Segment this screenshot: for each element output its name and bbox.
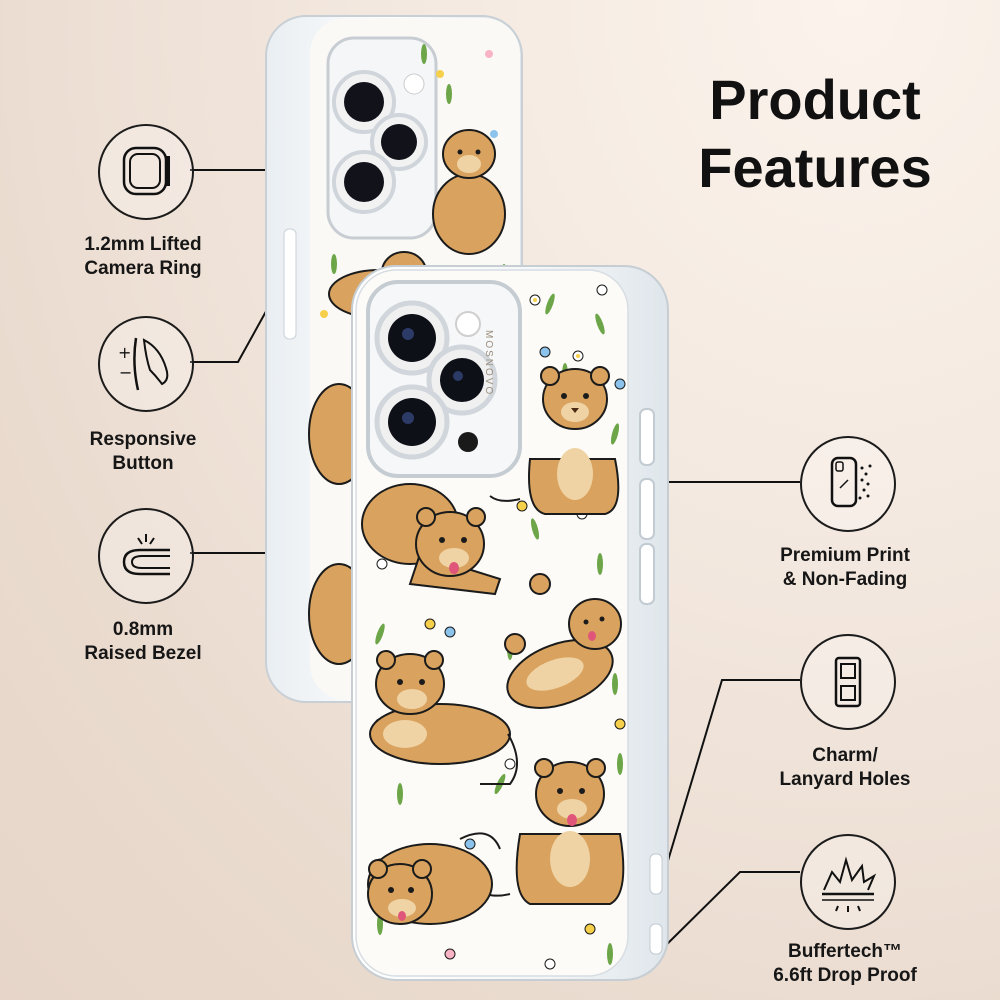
svg-text:−: −: [119, 363, 132, 382]
responsive-button-feature-icon: + −: [98, 316, 194, 412]
drop-proof-feature-icon: [800, 834, 896, 930]
camera-ring-icon: [122, 146, 170, 196]
feature-premium-print: Premium Print & Non-Fading: [752, 544, 938, 592]
feature-label: 1.2mm Lifted Camera Ring: [84, 234, 202, 279]
front-phone-case: [351, 265, 669, 981]
camera-ring-feature-icon: [98, 124, 194, 220]
feature-responsive-button: Responsive Button: [50, 428, 236, 476]
raised-bezel-feature-icon: [98, 508, 194, 604]
feature-label: Charm/ Lanyard Holes: [779, 745, 911, 790]
feature-drop-proof: Buffertech™ 6.6ft Drop Proof: [752, 940, 938, 988]
lanyard-holes-feature-icon: [800, 634, 896, 730]
impact-icon: [822, 856, 877, 912]
page-title: Product Features: [660, 66, 970, 202]
feature-raised-bezel: 0.8mm Raised Bezel: [50, 618, 236, 666]
feature-label: 0.8mm Raised Bezel: [84, 619, 202, 664]
feature-label: Responsive Button: [89, 429, 197, 474]
svg-text:+: +: [118, 343, 131, 362]
premium-print-feature-icon: [800, 436, 896, 532]
title-line-2: Features: [698, 136, 932, 199]
case-brand-logo: MOSNOVO: [483, 330, 494, 397]
print-spray-icon: [830, 456, 872, 508]
raised-bezel-icon: [122, 534, 170, 576]
feature-camera-ring: 1.2mm Lifted Camera Ring: [50, 233, 236, 281]
button-press-icon: + −: [118, 337, 169, 391]
lanyard-hole-icon: [834, 656, 862, 708]
feature-label: Premium Print & Non-Fading: [780, 545, 910, 590]
feature-label: Buffertech™ 6.6ft Drop Proof: [773, 941, 917, 986]
title-line-1: Product: [709, 68, 921, 131]
feature-lanyard-holes: Charm/ Lanyard Holes: [752, 744, 938, 792]
